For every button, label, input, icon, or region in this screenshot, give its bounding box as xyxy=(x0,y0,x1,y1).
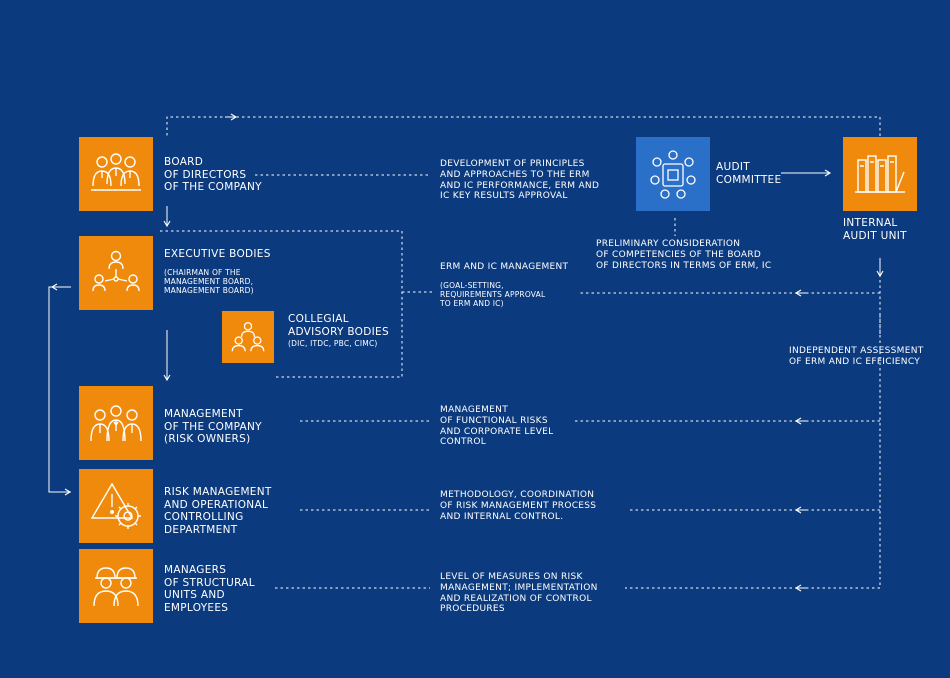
collegial-box xyxy=(222,311,274,363)
audit-files-icon xyxy=(855,155,905,193)
workers-icon xyxy=(93,567,139,607)
desc-development: DEVELOPMENT OF PRINCIPLES AND APPROACHES… xyxy=(440,159,600,202)
audit-committee-label: AUDIT COMMITTEE xyxy=(716,161,782,186)
desc-level: LEVEL OF MEASURES ON RISK MANAGEMENT; IM… xyxy=(440,572,598,615)
risk-box xyxy=(79,469,153,543)
collegial-sub: (DIC, ITDC, PBC, CIMC) xyxy=(288,339,378,348)
risk-label: RISK MANAGEMENT AND OPERATIONAL CONTROLL… xyxy=(164,486,272,536)
managers-label: MANAGERS OF STRUCTURAL UNITS AND EMPLOYE… xyxy=(164,564,255,614)
desc-preliminary: PRELIMINARY CONSIDERATION OF COMPETENCIE… xyxy=(596,239,772,271)
executive-label: EXECUTIVE BODIES xyxy=(164,248,271,260)
board-label: BOARD OF DIRECTORS OF THE COMPANY xyxy=(164,156,262,193)
desc-erm-ic-management: ERM AND IC MANAGEMENT xyxy=(440,262,569,272)
internal-audit-label: INTERNAL AUDIT UNIT xyxy=(843,217,907,242)
managers-box xyxy=(79,549,153,623)
executive-box xyxy=(79,236,153,310)
internal-audit-box xyxy=(843,137,917,211)
executive-sub: (CHAIRMAN OF THE MANAGEMENT BOARD, MANAG… xyxy=(164,268,254,295)
management-box xyxy=(79,386,153,460)
desc-independent: INDEPENDENT ASSESSMENT OF ERM AND IC EFF… xyxy=(789,346,924,367)
board-people-icon xyxy=(91,153,141,191)
management-label: MANAGEMENT OF THE COMPANY (RISK OWNERS) xyxy=(164,408,262,445)
desc-goal-setting: (GOAL-SETTING, REQUIREMENTS APPROVAL TO … xyxy=(440,281,546,308)
desc-methodology: METHODOLOGY, COORDINATION OF RISK MANAGE… xyxy=(440,490,597,522)
meeting-table-icon xyxy=(650,150,696,199)
desc-functional: MANAGEMENT OF FUNCTIONAL RISKS AND CORPO… xyxy=(440,405,554,448)
warning-gear-icon xyxy=(90,482,141,529)
audit-committee-box xyxy=(636,137,710,211)
managers-icon xyxy=(90,405,142,442)
board-box xyxy=(79,137,153,211)
collegial-label: COLLEGIAL ADVISORY BODIES xyxy=(288,313,389,338)
group-people-icon xyxy=(231,322,265,352)
org-network-icon xyxy=(92,250,140,292)
